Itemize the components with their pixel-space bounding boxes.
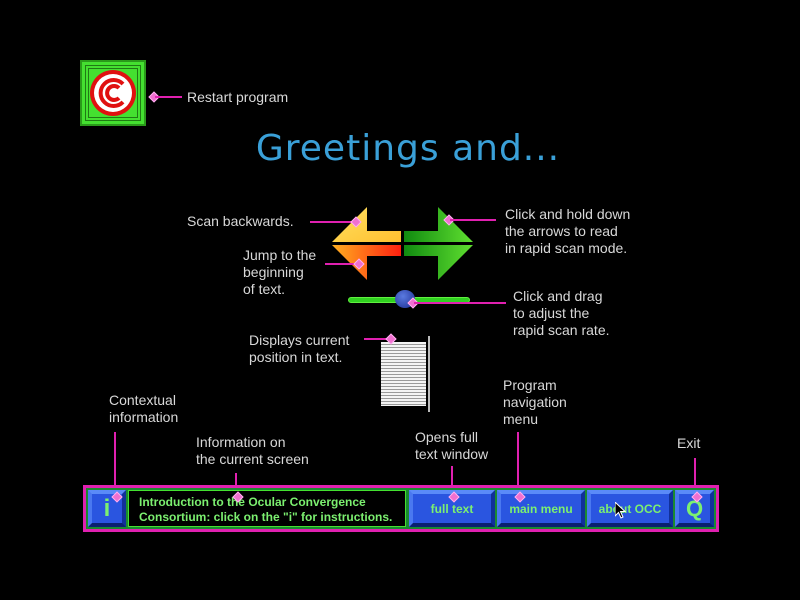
scan-backward-arrow[interactable] [332, 207, 401, 242]
scan-forward-arrow[interactable] [404, 207, 473, 280]
callout-line [451, 466, 453, 495]
restart-label: Restart program [187, 89, 289, 105]
screen-info-text: Introduction to the Ocular Convergence C… [128, 490, 406, 527]
scan-backwards-label: Scan backwards. [187, 213, 294, 229]
full-text-label: Opens full text window [415, 429, 489, 462]
exit-label: Exit [677, 435, 701, 451]
callout-line [517, 432, 519, 495]
callout-line [694, 458, 696, 495]
document-position-indicator[interactable] [377, 336, 430, 412]
scan-rate-label: Click and drag to adjust the rapid scan … [513, 288, 610, 338]
main-menu-button[interactable]: main menu [497, 490, 585, 527]
jump-to-beginning-label: Jump to the beginning of text. [243, 247, 317, 297]
jump-to-beginning-arrow[interactable] [332, 245, 401, 280]
mouse-cursor-icon [615, 502, 627, 519]
scan-arrows [332, 207, 473, 280]
nav-menu-label: Program navigation menu [503, 377, 567, 427]
current-screen-label: Information on the current screen [196, 434, 309, 467]
callout-line [450, 219, 496, 221]
callout-line [414, 302, 506, 304]
copyright-c-icon [90, 70, 136, 116]
rapid-scan-label: Click and hold down the arrows to read i… [505, 206, 631, 256]
callout-line [114, 432, 116, 492]
about-occ-button[interactable]: about OCC [587, 490, 673, 527]
position-label: Displays current position in text. [249, 332, 350, 365]
callout-line [364, 338, 388, 340]
toolbar: i Introduction to the Ocular Convergence… [83, 485, 719, 532]
callout-line [235, 473, 237, 495]
callout-line [310, 221, 355, 223]
contextual-label: Contextual information [109, 392, 179, 425]
callout-line [325, 263, 358, 265]
page-title: Greetings and... [255, 128, 561, 169]
callout-line [155, 96, 182, 98]
restart-button[interactable] [80, 60, 146, 126]
